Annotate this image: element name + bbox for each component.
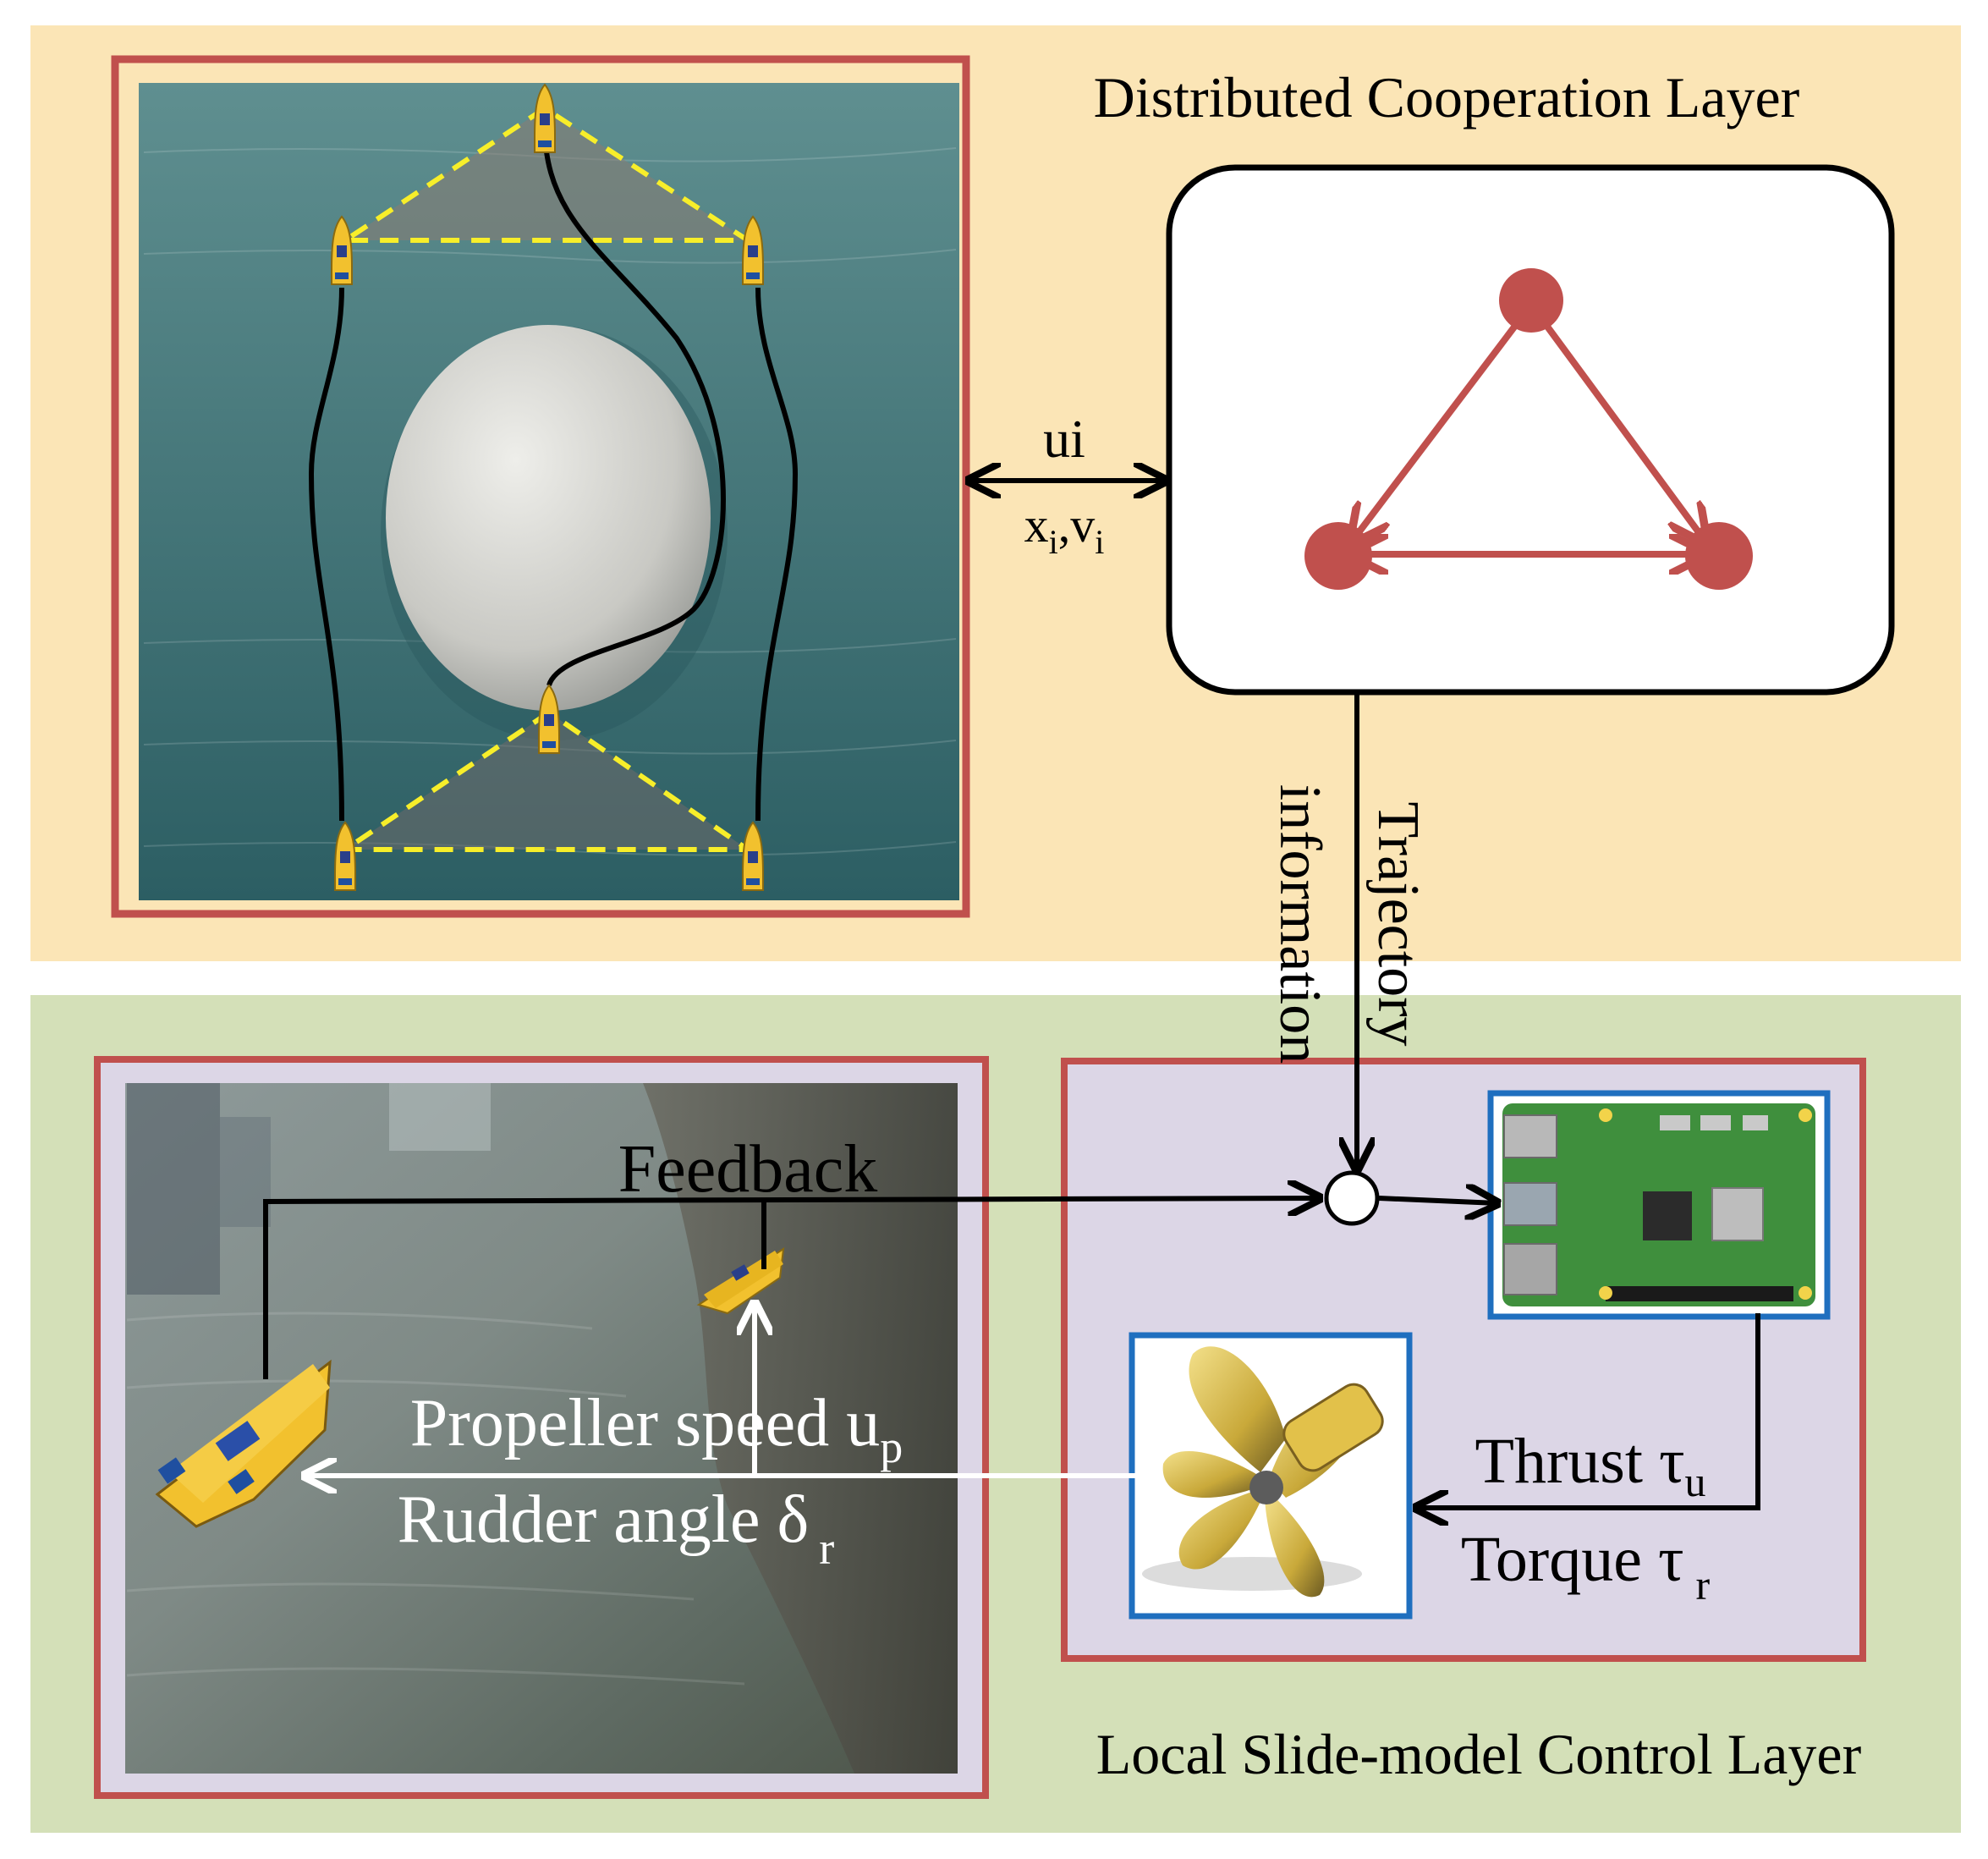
trajectory-label: Trajectory: [1365, 801, 1431, 1046]
circuit-board-icon: [1487, 1090, 1831, 1320]
control-signal-arrow: [1378, 1198, 1497, 1203]
cooperation-layer-title: Distributed Cooperation Layer: [1094, 65, 1800, 129]
link-label-state: xi,vi: [1024, 498, 1105, 561]
propeller-speed-label: Propeller speed up: [410, 1386, 903, 1472]
graph-node-right: [1685, 522, 1753, 590]
trajectory-paths: [308, 126, 799, 822]
feedback-arrow: [263, 1198, 1320, 1379]
control-layer-title: Local Slide-model Control Layer: [1096, 1722, 1862, 1786]
propeller-icon: [1129, 1332, 1413, 1620]
real-boat-scene: [94, 1056, 989, 1799]
graph-node-left: [1304, 522, 1372, 590]
formation-scene: [111, 55, 970, 918]
link-label-control: ui: [1043, 409, 1085, 469]
feedback-label: Feedback: [618, 1132, 878, 1207]
formation-triangle-bottom: [337, 709, 756, 852]
thrust-torque-arrow: [1416, 1313, 1760, 1508]
graph-node-top: [1499, 268, 1563, 333]
communication-graph: [1304, 268, 1753, 590]
formation-triangle-top: [337, 105, 757, 243]
information-label: information: [1267, 784, 1332, 1064]
thrust-label: Thrust τu: [1475, 1426, 1706, 1505]
communication-graph-box: [1166, 164, 1895, 696]
boat-icon: [155, 1359, 332, 1528]
summing-junction-icon: [1324, 1170, 1380, 1226]
